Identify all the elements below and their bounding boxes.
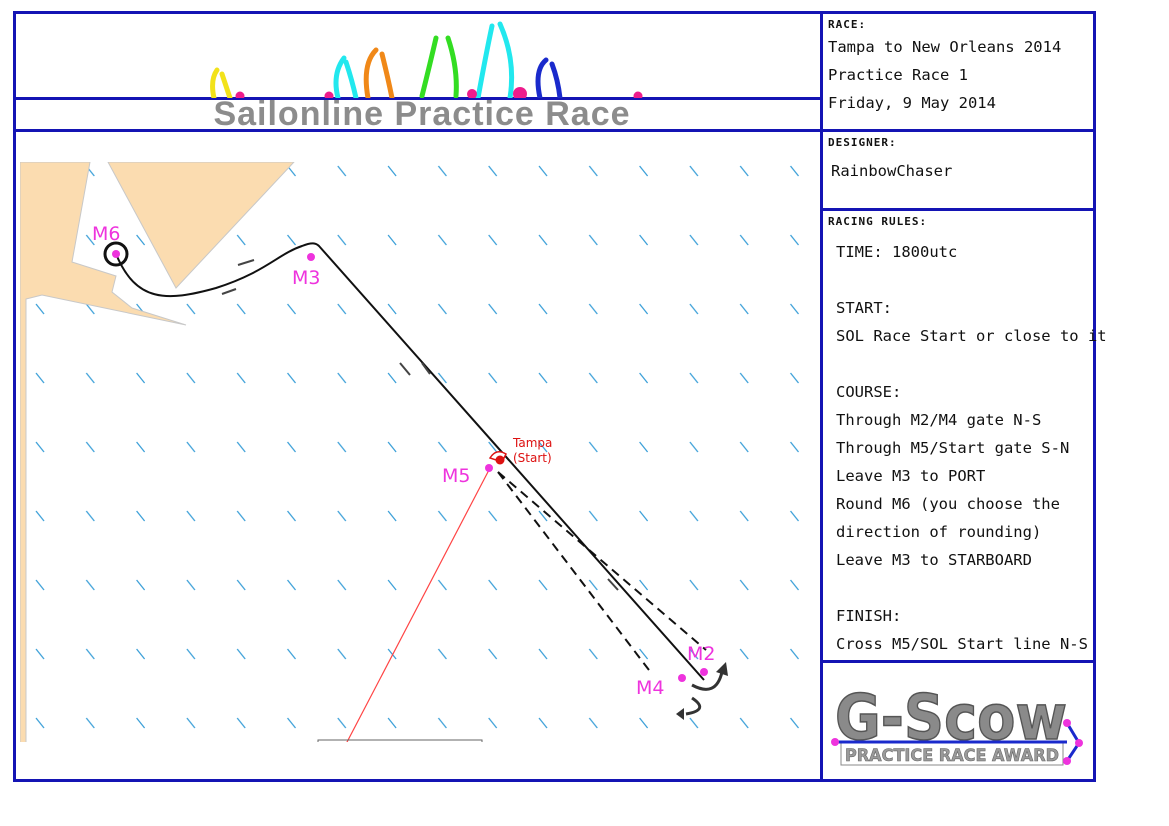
side-panel-divider bbox=[820, 14, 823, 782]
designer-panel: DESIGNER: RainbowChaser bbox=[828, 136, 1090, 185]
sail-green-1 bbox=[419, 35, 439, 98]
rule-finish: Cross M5/SOL Start line N-S bbox=[836, 635, 1088, 653]
mark-m4 bbox=[678, 674, 686, 682]
course-track bbox=[115, 242, 705, 681]
banner-divider bbox=[16, 129, 822, 132]
rules-list: TIME: 1800utc START: SOL Race Start or c… bbox=[828, 238, 1107, 658]
label-m3: M3 bbox=[292, 267, 320, 289]
rule-spacer bbox=[836, 574, 1090, 602]
rules-panel: RACING RULES: TIME: 1800utc START: SOL R… bbox=[828, 215, 1107, 658]
sail-cyan-1 bbox=[333, 55, 347, 98]
award-dot bbox=[1063, 719, 1071, 727]
label-m5: M5 bbox=[442, 465, 470, 487]
mark-m6 bbox=[112, 250, 120, 258]
sail-orange-1 bbox=[363, 47, 379, 98]
rule-finish-heading: FINISH: bbox=[836, 607, 902, 625]
sailonline-logo bbox=[210, 21, 643, 98]
m2-rounding-arrow bbox=[691, 671, 724, 691]
label-m2: M2 bbox=[687, 643, 715, 665]
mark-m5 bbox=[485, 464, 493, 472]
rule-time: TIME: 1800utc bbox=[836, 243, 958, 261]
mark-m3 bbox=[307, 253, 315, 261]
rule-course-5: direction of rounding) bbox=[836, 523, 1042, 541]
sail-blue-1 bbox=[535, 57, 549, 98]
sail-cyan-4 bbox=[497, 21, 515, 98]
direction-arrow bbox=[237, 259, 255, 266]
sail-blue-2 bbox=[549, 61, 563, 98]
sail-orange-2 bbox=[379, 51, 395, 98]
rule-start-heading: START: bbox=[836, 299, 892, 317]
wind-field bbox=[20, 162, 820, 742]
m2-rounding-arrowhead bbox=[716, 662, 728, 676]
race-date: Friday, 9 May 2014 bbox=[828, 94, 996, 112]
logo-dot bbox=[324, 91, 334, 98]
label-m4: M4 bbox=[636, 677, 664, 699]
label-start: (Start) bbox=[513, 451, 552, 465]
scale-bar bbox=[317, 739, 483, 742]
rules-header: RACING RULES: bbox=[828, 215, 928, 228]
direction-arrow bbox=[607, 578, 619, 591]
land-west bbox=[20, 162, 187, 742]
m6-rounding-circle bbox=[103, 241, 129, 267]
label-start-city: Tampa bbox=[512, 436, 552, 450]
direction-arrow bbox=[421, 362, 431, 375]
logo-dot bbox=[513, 87, 527, 98]
banner-title: Sailonline Practice Race bbox=[213, 95, 631, 133]
award-dot bbox=[831, 738, 839, 746]
logo-dot bbox=[235, 91, 245, 98]
m4-rounding-arrow bbox=[685, 696, 702, 716]
poster-frame bbox=[13, 11, 1096, 782]
course-map: M6 M3 M5 M2 M4 Tampa (Start) bbox=[20, 162, 820, 742]
direction-arrow bbox=[399, 362, 411, 376]
logo-dot bbox=[467, 89, 477, 98]
logo-dot bbox=[633, 91, 643, 98]
gate-line-m2 bbox=[497, 471, 707, 651]
mark-m2 bbox=[700, 668, 708, 676]
banner-divider-thin bbox=[16, 97, 822, 100]
rule-spacer bbox=[836, 350, 1090, 378]
g-scow-award-logo: G-Scow PRACTICE RACE AWARD bbox=[831, 680, 1083, 766]
race-panel: RACE: Tampa to New Orleans 2014 Practice… bbox=[828, 18, 1090, 117]
rule-course-2: Through M5/Start gate S-N bbox=[836, 439, 1070, 457]
sail-cyan-3 bbox=[475, 23, 495, 98]
land-north bbox=[107, 162, 295, 289]
designer-header: DESIGNER: bbox=[828, 136, 897, 149]
m4-rounding-arrowhead bbox=[676, 708, 684, 720]
award-dot bbox=[1063, 757, 1071, 765]
gate-line-m4 bbox=[497, 471, 653, 675]
award-subtitle: PRACTICE RACE AWARD bbox=[845, 746, 1059, 766]
designer-name: RainbowChaser bbox=[831, 162, 953, 180]
start-point bbox=[495, 455, 505, 465]
rules-panel-divider bbox=[822, 660, 1096, 663]
sail-cyan-2 bbox=[343, 59, 359, 98]
direction-arrow bbox=[221, 288, 237, 295]
rule-course-3: Leave M3 to PORT bbox=[836, 467, 986, 485]
sail-green-2 bbox=[445, 35, 459, 98]
start-line-red bbox=[346, 467, 491, 742]
designer-panel-divider bbox=[822, 208, 1096, 211]
rule-spacer bbox=[836, 266, 1090, 294]
race-panel-divider bbox=[822, 129, 1096, 132]
rule-start: SOL Race Start or close to it bbox=[836, 327, 1107, 345]
race-header: RACE: bbox=[828, 18, 867, 31]
rule-course-1: Through M2/M4 gate N-S bbox=[836, 411, 1042, 429]
rule-course-6: Leave M3 to STARBOARD bbox=[836, 551, 1032, 569]
award-dot bbox=[1075, 739, 1083, 747]
label-m6: M6 bbox=[92, 223, 120, 245]
sail-yellow-2 bbox=[219, 71, 233, 98]
race-subtitle: Practice Race 1 bbox=[828, 66, 968, 84]
rule-course-heading: COURSE: bbox=[836, 383, 902, 401]
race-name: Tampa to New Orleans 2014 bbox=[828, 38, 1062, 56]
sail-yellow bbox=[210, 67, 220, 98]
rule-course-4: Round M6 (you choose the bbox=[836, 495, 1060, 513]
